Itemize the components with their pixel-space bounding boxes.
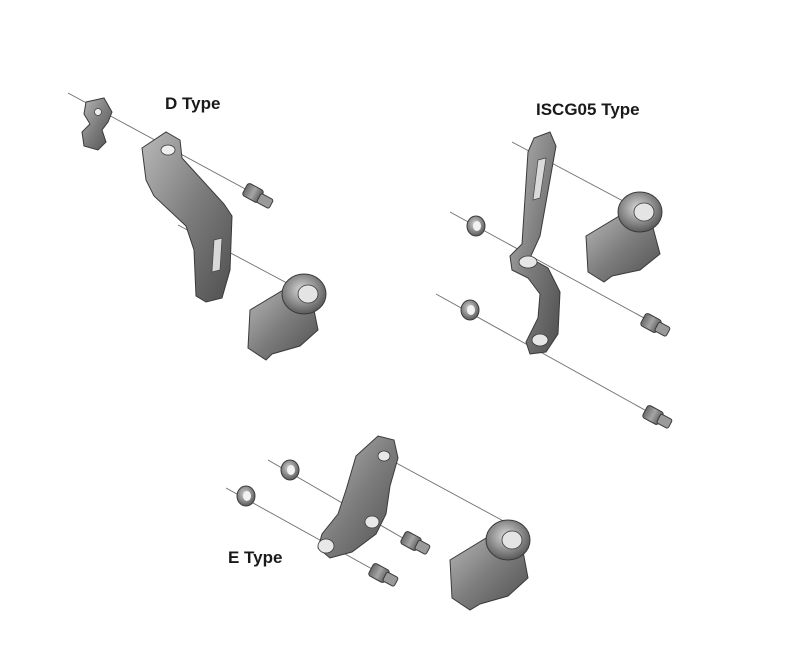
d-type-bolt xyxy=(242,183,274,209)
d-type-label: D Type xyxy=(165,94,221,113)
iscg05-axis-middle xyxy=(449,211,667,331)
d-type-guide-pulley xyxy=(247,273,327,361)
iscg05-type-assembly xyxy=(435,131,673,429)
e-type-bolt-lower xyxy=(368,563,399,587)
iscg05-spacer-upper xyxy=(466,215,486,237)
e-type-label: E Type xyxy=(228,548,283,567)
e-type-axis-middle xyxy=(375,451,521,531)
iscg05-type-label: ISCG05 Type xyxy=(536,100,640,119)
d-type-hanger-tab xyxy=(81,97,113,151)
iscg05-spacer-lower xyxy=(460,299,480,321)
e-type-assembly xyxy=(225,435,531,611)
iscg05-bolt-lower xyxy=(642,405,673,429)
iscg05-guide-pulley xyxy=(585,191,663,283)
e-type-bracket xyxy=(317,435,399,559)
e-type-spacer-upper xyxy=(280,459,300,481)
iscg05-bracket xyxy=(509,131,561,355)
d-type-bracket xyxy=(141,131,233,303)
d-type-assembly xyxy=(67,92,327,361)
e-type-axis-lower xyxy=(225,487,393,581)
e-type-spacer-lower xyxy=(236,485,256,507)
iscg05-bolt-upper xyxy=(640,313,671,337)
e-type-guide-pulley xyxy=(449,519,531,611)
e-type-bolt-upper xyxy=(400,531,431,555)
